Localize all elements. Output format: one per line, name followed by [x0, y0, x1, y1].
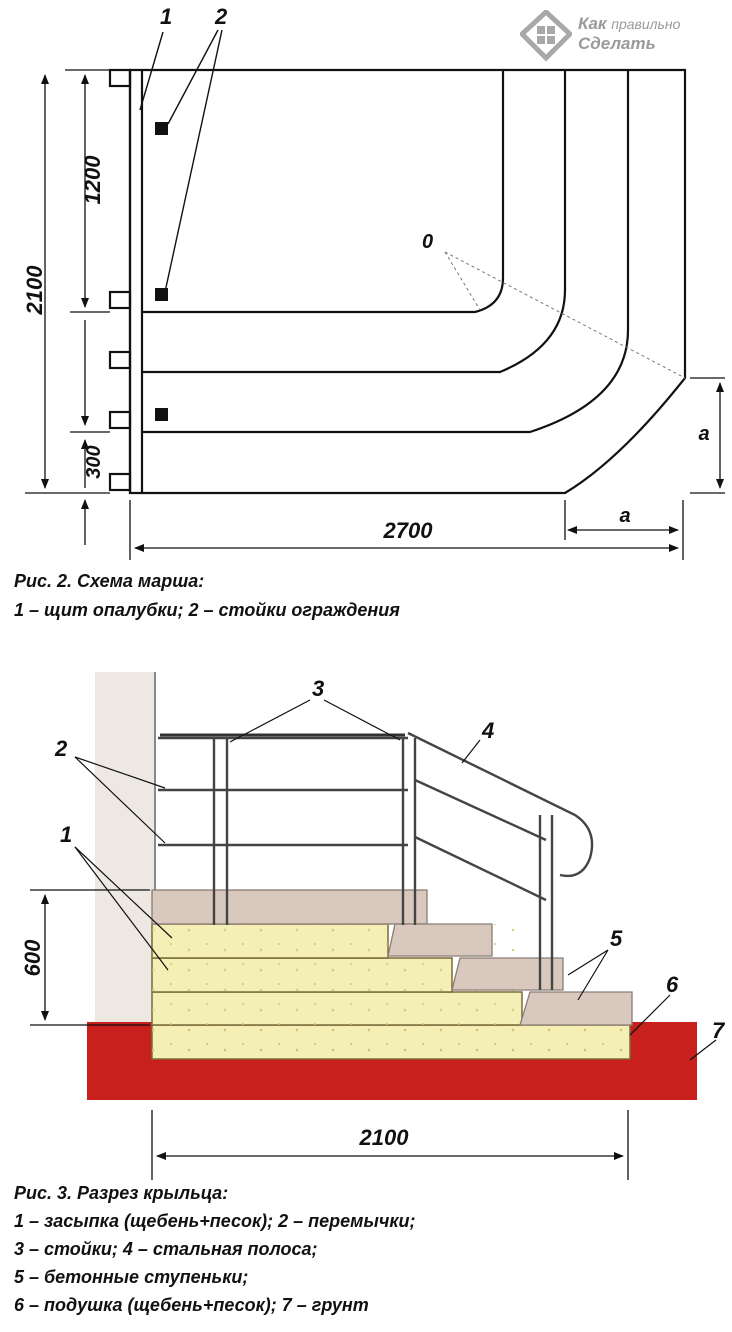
railing-post-1 [155, 122, 168, 135]
fig2-center-label: 0 [422, 231, 433, 253]
site-logo: Как правильно Сделать [520, 10, 725, 62]
fig3-callout-3: 3 [312, 676, 324, 701]
fig2-caption-line-1: Рис. 2. Схема марша: [14, 571, 205, 591]
fig2-dim-a-vertical: a [698, 423, 709, 445]
logo-word-1: Как [578, 14, 607, 33]
fig3-caption-line-3: 3 – стойки; 4 – стальная полоса; [14, 1239, 318, 1259]
step-line-3 [142, 70, 630, 434]
fig3-caption-line-5: 6 – подушка (щебень+песок); 7 – грунт [14, 1295, 369, 1315]
figure-2-plan: 1 2 0 2100 1200 300 2700 a a [22, 4, 725, 560]
fig3-caption-line-1: Рис. 3. Разрез крыльца: [14, 1183, 229, 1203]
logo-word-3: Сделать [578, 34, 656, 53]
concrete-step-1 [387, 923, 493, 957]
fig3-dim-width: 2100 [359, 1125, 410, 1150]
fig2-dim-width: 2700 [383, 518, 434, 543]
fig3-callout-7: 7 [712, 1018, 726, 1043]
fig2-callout-2: 2 [214, 4, 228, 29]
concrete-step-top [151, 889, 428, 925]
fig3-dim-height: 600 [20, 939, 45, 976]
concrete-step-2 [451, 957, 564, 991]
fig3-callout-5: 5 [610, 926, 623, 951]
fig3-callout-1: 1 [60, 822, 72, 847]
fig2-dim-total: 2100 [22, 265, 47, 316]
logo-word-2: правильно [611, 16, 681, 32]
concrete-step-3 [519, 991, 633, 1026]
house-wall [95, 672, 155, 1022]
fig2-dim-upper: 1200 [80, 155, 105, 205]
fig3-callout-2: 2 [54, 736, 68, 761]
fig2-dim-lower: 300 [83, 445, 105, 478]
fig3-callout-6: 6 [666, 972, 679, 997]
house-logo-icon [520, 10, 572, 62]
step-line-2 [142, 70, 567, 374]
fig3-caption-line-4: 5 – бетонные ступеньки; [14, 1267, 249, 1287]
railing-post-3 [155, 408, 168, 421]
fig3-callout-4: 4 [481, 718, 494, 743]
fig3-caption-line-2: 1 – засыпка (щебень+песок); 2 – перемычк… [14, 1211, 416, 1231]
fig2-caption-line-2: 1 – щит опалубки; 2 – стойки ограждения [14, 600, 400, 620]
fig2-dim-a-horizontal: a [619, 505, 630, 527]
fig2-callout-1: 1 [160, 4, 172, 29]
figure-3-section: 3 4 2 1 5 6 7 600 2100 [20, 672, 726, 1180]
flight-outline [128, 68, 687, 495]
step-line-1 [142, 70, 505, 314]
